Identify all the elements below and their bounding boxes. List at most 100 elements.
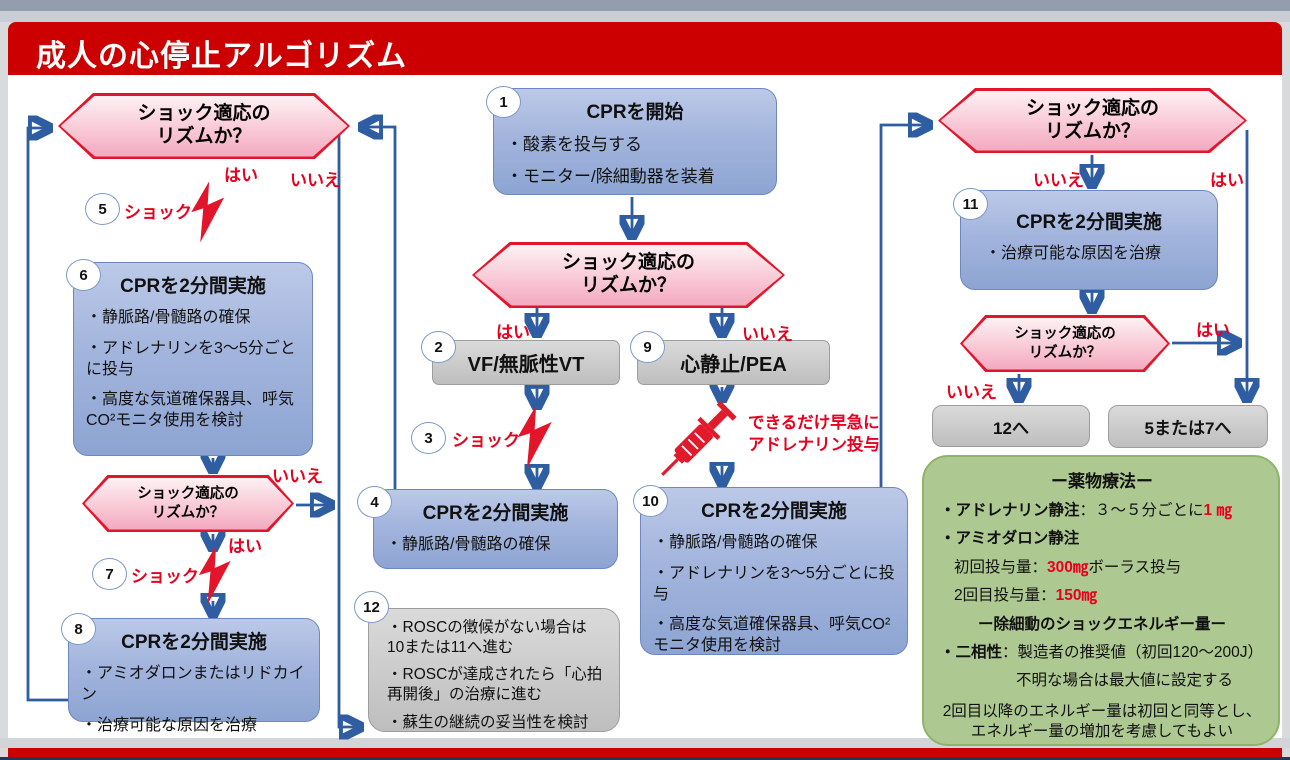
step-bullet: ・モニター/除細動器を装着 <box>506 167 715 187</box>
pharm-repeat-line1: 2回目以降のエネルギー量は初回と同等とし、 <box>942 702 1262 720</box>
pharm-repeat-line2: エネルギー量の増加を考慮してもよい <box>970 723 1234 740</box>
bottom-red-strip <box>8 748 1282 757</box>
step-bullet: ・治療可能な原因を治療 <box>985 245 1162 262</box>
label-no: いいえ <box>290 171 341 190</box>
decision-text: ショック適応の <box>561 252 695 274</box>
label-shock: ショック <box>131 567 199 586</box>
step-title: CPRを2分間実施 <box>121 632 267 653</box>
pharm-second-dose-line: 2回目投与量：150㎎ <box>954 587 1097 605</box>
decision-text: ショック適応の <box>137 103 271 125</box>
label-yes: はい <box>228 537 262 556</box>
step-bullet: ・高度な気道確保器具、呼気CO²モニタ使用を検討 <box>653 616 891 655</box>
goto-label: 5または7へ <box>1144 419 1232 438</box>
decision-text: リズムか？ <box>580 275 676 296</box>
step-box-rosc-12: ・ROSCの徴候がない場合は10または11へ進む ・ROSCが達成されたら「心拍… <box>368 608 620 732</box>
step-number-6: 6 <box>66 259 101 291</box>
title-bar <box>8 22 1282 75</box>
step-title: CPRを2分間実施 <box>422 503 569 524</box>
goto-box-12: 12へ <box>932 405 1090 447</box>
step-box-start-cpr: CPRを開始 ・酸素を投与する ・モニター/除細動器を装着 <box>493 88 777 195</box>
top-gray-strip <box>0 11 1290 22</box>
pharm-energy-title: ー除細動のショックエネルギー量ー <box>977 615 1226 633</box>
step-title: CPRを2分間実施 <box>701 501 847 522</box>
step-bullet: ・治療可能な原因を治療 <box>81 716 258 734</box>
decision-text: リズムか？ <box>1028 344 1102 361</box>
step-bullet: ・静脈路/骨髄路の確保 <box>653 534 818 551</box>
bottom-navy-strip <box>0 757 1290 760</box>
label-shock: ショック <box>452 431 520 450</box>
step-title: CPRを開始 <box>586 102 684 123</box>
step-bullet: ・酸素を投与する <box>506 135 642 154</box>
step-bullet: ・静脈路/骨髄路の確保 <box>86 309 251 326</box>
step-box-cpr-11: CPRを2分間実施 ・治療可能な原因を治療 <box>960 190 1218 290</box>
step-box-cpr-4: CPRを2分間実施 ・静脈路/骨髄路の確保 <box>373 489 618 569</box>
pharm-title: ー薬物療法ー <box>1051 472 1153 491</box>
label-yes: はい <box>496 323 530 342</box>
step-number-4: 4 <box>357 486 392 518</box>
step-bullet: ・ROSCが達成されたら「心拍再開後」の治療に進む <box>387 666 603 704</box>
lightning-icon <box>191 181 225 243</box>
step-number-11: 11 <box>953 188 988 220</box>
label-no: いいえ <box>1033 171 1084 190</box>
step-number-8: 8 <box>61 613 96 645</box>
label-no: いいえ <box>946 383 997 402</box>
adrenaline-note: できるだけ早急に アドレナリン投与 <box>748 412 880 457</box>
step-title: CPRを2分間実施 <box>1016 212 1162 233</box>
pharm-first-dose-line: 初回投与量：300㎎ボーラス投与 <box>954 558 1182 576</box>
step-number-12: 12 <box>354 591 389 623</box>
goto-box-5-or-7: 5または7へ <box>1108 405 1268 448</box>
step-box-vf-vt: VF/無脈性VT <box>432 340 620 385</box>
step-number-2: 2 <box>421 331 456 363</box>
decision-shockable-rhythm-right-lower: ショック適応の リズムか？ <box>960 315 1170 372</box>
decision-text: リズムか？ <box>156 126 252 147</box>
top-slate-strip <box>0 0 1290 11</box>
step-number-3: 3 <box>411 422 446 454</box>
step-number-7: 7 <box>92 558 127 590</box>
step-bullet: ・ROSCの徴候がない場合は10または11へ進む <box>387 619 587 657</box>
step-box-cpr-8: CPRを2分間実施 ・アミオダロンまたはリドカイン ・治療可能な原因を治療 <box>68 618 320 734</box>
decision-text: リズムか？ <box>151 504 225 521</box>
page-title: 成人の心停止アルゴリズム <box>36 40 408 73</box>
step-bullet: ・高度な気道確保器具、呼気CO²モニタ使用を検討 <box>86 391 295 430</box>
decision-text: ショック適応の <box>1025 97 1159 119</box>
decision-shockable-rhythm-center: ショック適応の リズムか？ <box>472 242 785 308</box>
pharm-adrenaline-line: ・アドレナリン静注：３〜５分ごとに1 ㎎ <box>940 502 1232 519</box>
adrenaline-note-line1: できるだけ早急に <box>748 414 880 432</box>
goto-label: 12へ <box>993 418 1029 438</box>
syringe-icon <box>649 391 748 490</box>
decision-text: ショック適応の <box>137 486 239 503</box>
rhythm-label: 心静止/PEA <box>680 354 787 376</box>
rhythm-label: VF/無脈性VT <box>467 354 585 376</box>
decision-shockable-rhythm-left-top: ショック適応の リズムか？ <box>58 93 350 159</box>
decision-shockable-rhythm-right-top: ショック適応の リズムか？ <box>938 88 1247 153</box>
label-yes: はい <box>224 166 258 185</box>
adrenaline-note-line2: アドレナリン投与 <box>748 436 880 455</box>
step-number-1: 1 <box>486 86 521 118</box>
step-bullet: ・アミオダロンまたはリドカイン <box>81 665 305 703</box>
step-box-cpr-6: CPRを2分間実施 ・静脈路/骨髄路の確保 ・アドレナリンを3〜5分ごとに投与 … <box>73 262 313 456</box>
step-number-9: 9 <box>630 331 665 363</box>
lightning-icon <box>198 545 231 605</box>
lightning-icon <box>517 405 552 469</box>
pharmacotherapy-panel: ー薬物療法ー ・アドレナリン静注：３〜５分ごとに1 ㎎ ・アミオダロン静注 初回… <box>922 455 1280 746</box>
label-yes: はい <box>1210 171 1244 190</box>
step-number-5: 5 <box>85 193 120 225</box>
decision-text: リズムか？ <box>1044 120 1140 142</box>
step-box-cpr-10: CPRを2分間実施 ・静脈路/骨髄路の確保 ・アドレナリンを3〜5分ごとに投与 … <box>640 487 908 655</box>
label-no: いいえ <box>742 325 793 344</box>
label-yes: はい <box>1196 321 1230 340</box>
step-bullet: ・アドレナリンを3〜5分ごとに投与 <box>653 564 895 603</box>
decision-shockable-rhythm-left-lower: ショック適応の リズムか？ <box>82 475 294 532</box>
label-shock: ショック <box>124 203 192 222</box>
pharm-unknown-line: 不明な場合は最大値に設定する <box>1016 672 1234 690</box>
step-bullet: ・蘇生の継続の妥当性を検討 <box>387 713 589 731</box>
decision-text: ショック適応の <box>1014 326 1116 343</box>
bottom-gray-strip <box>0 738 1290 748</box>
step-number-10: 10 <box>633 485 668 517</box>
step-bullet: ・アドレナリンを3〜5分ごとに投与 <box>86 339 296 378</box>
step-title: CPRを2分間実施 <box>120 276 266 297</box>
pharm-amiodarone-line: ・アミオダロン静注 <box>940 530 1080 548</box>
step-box-asystole-pea: 心静止/PEA <box>637 340 830 385</box>
step-bullet: ・静脈路/骨髄路の確保 <box>386 536 551 553</box>
